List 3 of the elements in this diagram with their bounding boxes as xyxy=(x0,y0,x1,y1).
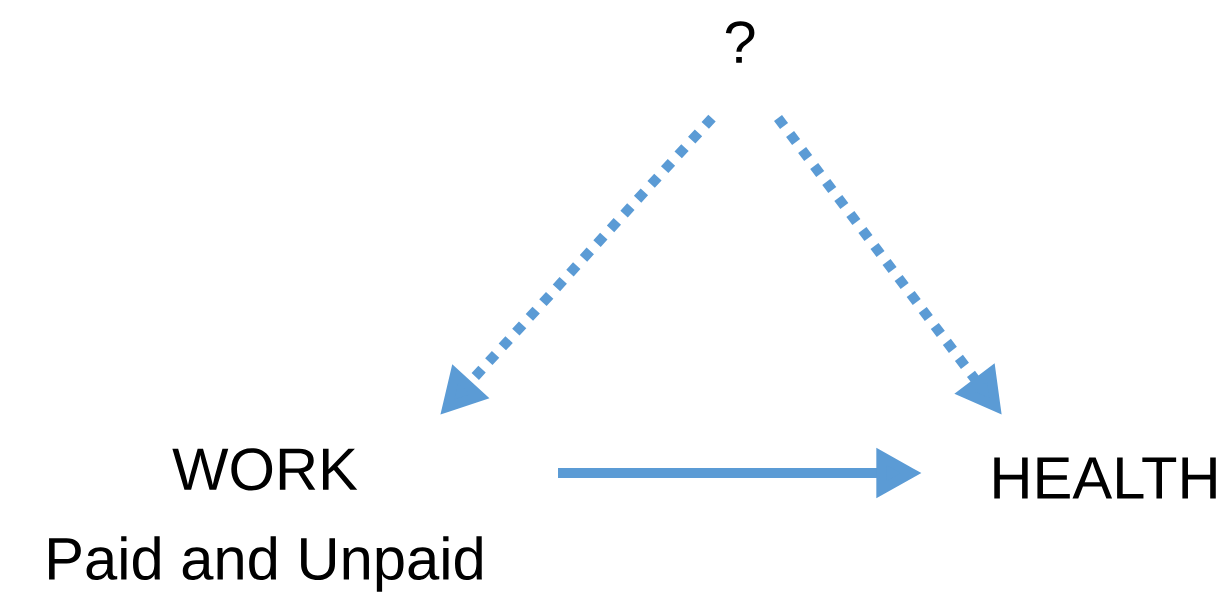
node-label: ? xyxy=(725,21,755,63)
node-label: HEALTH xyxy=(994,457,1216,499)
node-label: WORK Paid and Unpaid xyxy=(49,448,482,592)
